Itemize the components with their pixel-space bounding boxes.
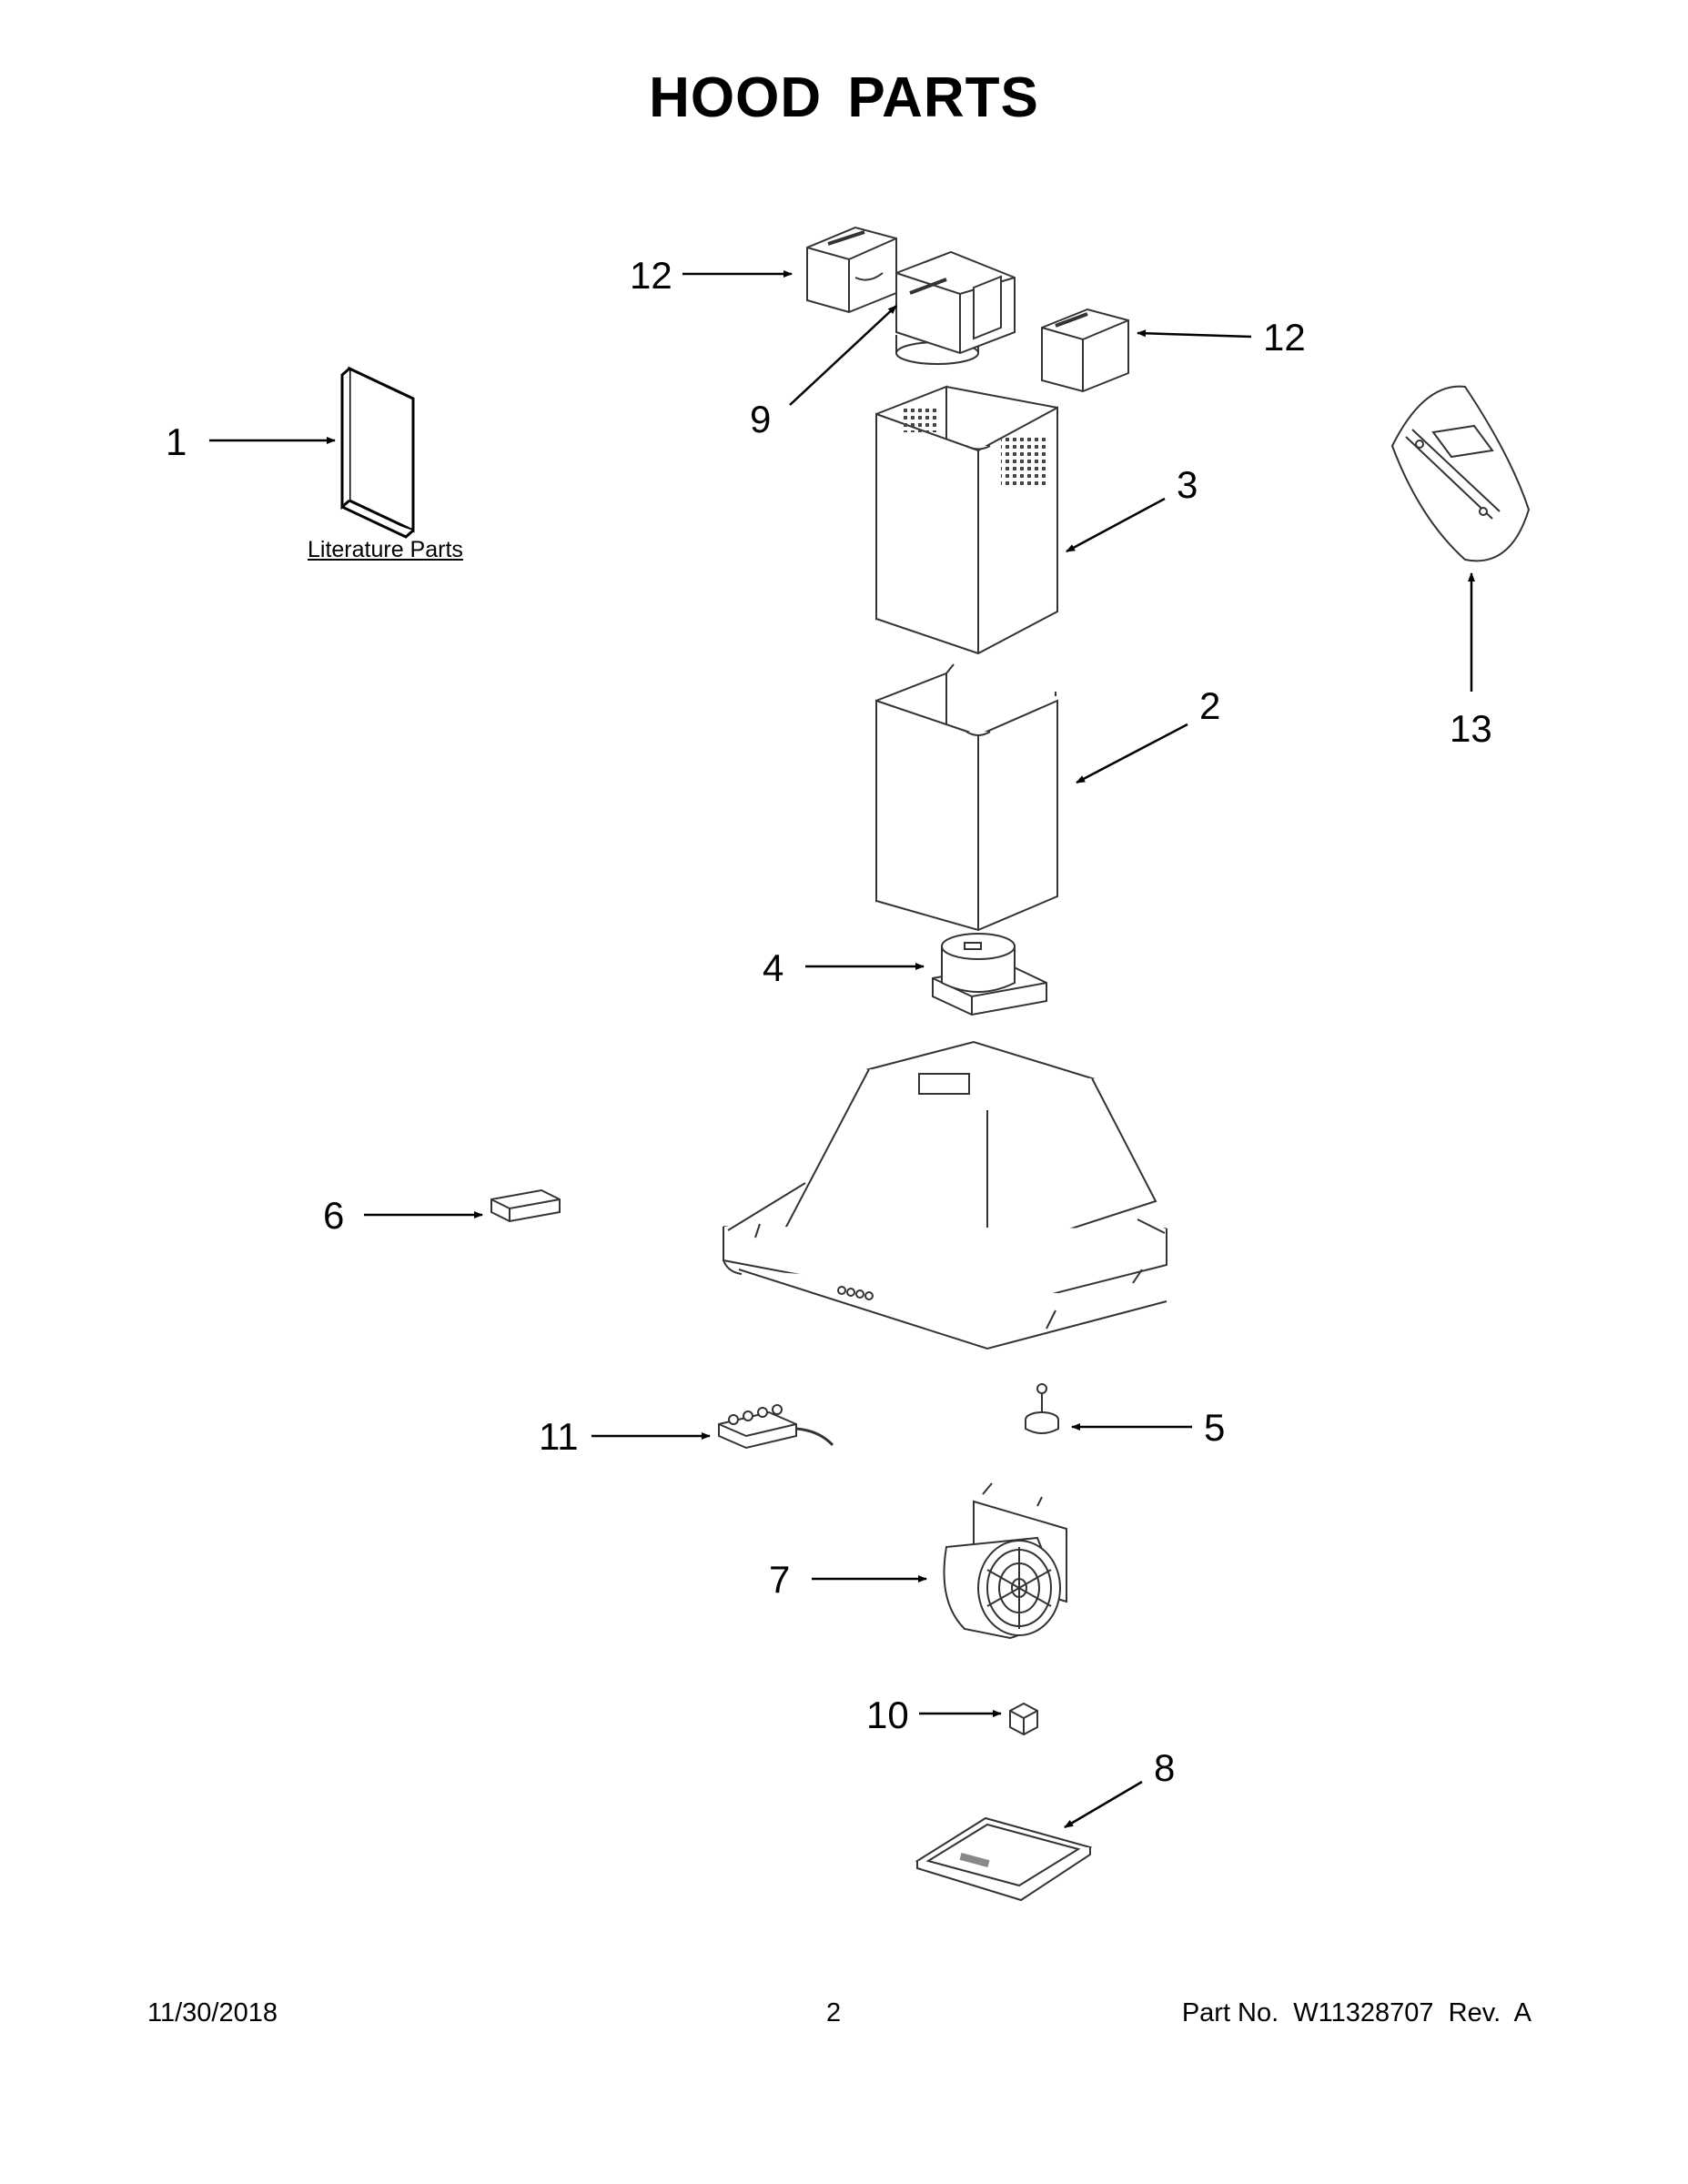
callout-2: 2 [1199,684,1221,727]
callout-10: 10 [866,1694,909,1736]
footer-date: 11/30/2018 [147,1998,278,2027]
hood-canopy [723,1040,1167,1350]
control-switch-harness [718,1404,834,1450]
callout-9: 9 [750,398,772,440]
leader-arrow-2 [1076,723,1188,784]
callout-1: 1 [166,420,187,463]
callout-5: 5 [1204,1406,1226,1449]
control-housing [490,1188,561,1223]
grease-filter [915,1816,1093,1902]
callout-8: 8 [1154,1746,1176,1789]
callout-13: 13 [1450,707,1492,750]
footer-part-number: Part No. W11328707 Rev. A [1181,1998,1531,2027]
callout-11: 11 [539,1415,579,1458]
leader-arrow-3 [1066,497,1166,553]
leader-arrows [209,270,1475,1829]
callout-6: 6 [323,1194,345,1237]
duct-side-vent-left [806,226,897,314]
callout-7: 7 [769,1558,791,1601]
duct-side-vent-right [1041,308,1129,393]
damper-connector [895,250,1016,365]
callout-12-right: 12 [1263,316,1306,359]
capacitor [1009,1702,1038,1736]
page-title: HOOD PARTS [649,66,1039,129]
footer-page-number: 2 [826,1998,842,2027]
light-socket [1025,1383,1059,1434]
literature-parts-label: Literature Parts [308,537,463,562]
leader-arrow-8 [1064,1780,1143,1829]
upper-duct-cover [875,385,1058,655]
blower-assembly [943,1482,1067,1640]
lower-duct-cover [875,663,1058,932]
motor-adapter-collar [932,933,1047,1016]
hardware-bag [1390,385,1531,562]
leader-arrow-12-right [1137,329,1252,339]
leader-arrow-9 [789,305,897,406]
callout-12-left: 12 [630,254,672,297]
callout-3: 3 [1177,463,1198,506]
literature-booklet [340,366,415,539]
callout-4: 4 [763,946,784,989]
